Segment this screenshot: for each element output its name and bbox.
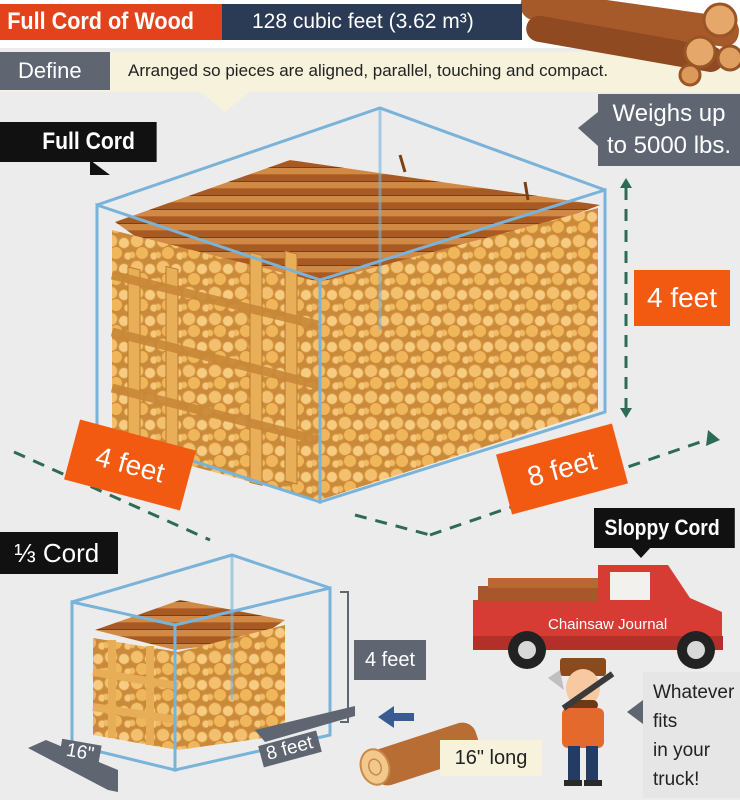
sloppy-caption: Whatever fits in your truck!: [643, 672, 740, 798]
log-16-inch-image: [359, 722, 480, 786]
definition-text: Arranged so pieces are aligned, parallel…: [128, 61, 609, 80]
caption-line-4: truck!: [653, 769, 700, 790]
truck-image: [473, 565, 723, 669]
definition-pointer: [200, 92, 250, 112]
caption-line-3: in your: [653, 740, 711, 761]
lumberjack-image: [548, 658, 615, 786]
page-title: Full Cord of Wood: [7, 8, 194, 35]
caption-callout-pointer: [627, 700, 643, 724]
full-cord-label-pointer: [90, 160, 110, 175]
sloppy-cord-label: Sloppy Cord: [594, 508, 735, 548]
full-cord-height-tag: 4 feet: [634, 270, 730, 326]
full-cord-height-text: 4 feet: [646, 282, 718, 313]
third-cord-base-guides: [28, 706, 355, 792]
full-cord-depth-text: 4 feet: [92, 440, 168, 489]
volume-banner: 128 cubic feet (3.62 m³): [222, 4, 522, 40]
log-pile-header-image: [520, 0, 740, 87]
full-cord-label: Full Cord: [0, 122, 157, 162]
title-banner: Full Cord of Wood: [0, 4, 225, 40]
weight-callout: Weighs up to 5000 lbs.: [598, 94, 740, 166]
full-cord-label-text: Full Cord: [42, 128, 135, 155]
sloppy-label-pointer: [630, 546, 652, 558]
full-cord-length-text: 8 feet: [524, 444, 600, 493]
sloppy-cord-label-text: Sloppy Cord: [604, 515, 720, 540]
caption-line-2: fits: [653, 711, 678, 732]
log-length-tag: 16" long: [440, 740, 542, 776]
weight-callout-pointer: [578, 112, 598, 146]
third-cord-label-text: ⅓ Cord: [14, 538, 100, 568]
third-cord-box: [70, 553, 332, 772]
weight-line-1: Weighs up: [612, 100, 726, 127]
weight-line-2: to 5000 lbs.: [606, 132, 732, 159]
define-label: Define: [18, 58, 82, 83]
third-cord-height-text: 4 feet: [364, 649, 416, 671]
log-length-text: 16" long: [454, 747, 528, 769]
caption-line-1: Whatever: [653, 682, 735, 703]
definition-band: [0, 52, 740, 92]
third-cord-depth-text: 16": [64, 739, 96, 766]
arrow-left-icon: [378, 706, 414, 728]
truck-brand-text: Chainsaw Journal: [548, 616, 668, 633]
third-cord-label: ⅓ Cord: [0, 532, 118, 574]
full-cord-box: [95, 106, 607, 505]
third-cord-height-tag: 4 feet: [354, 640, 426, 680]
volume-text: 128 cubic feet (3.62 m³): [252, 10, 474, 33]
define-tag: Define: [0, 52, 110, 90]
